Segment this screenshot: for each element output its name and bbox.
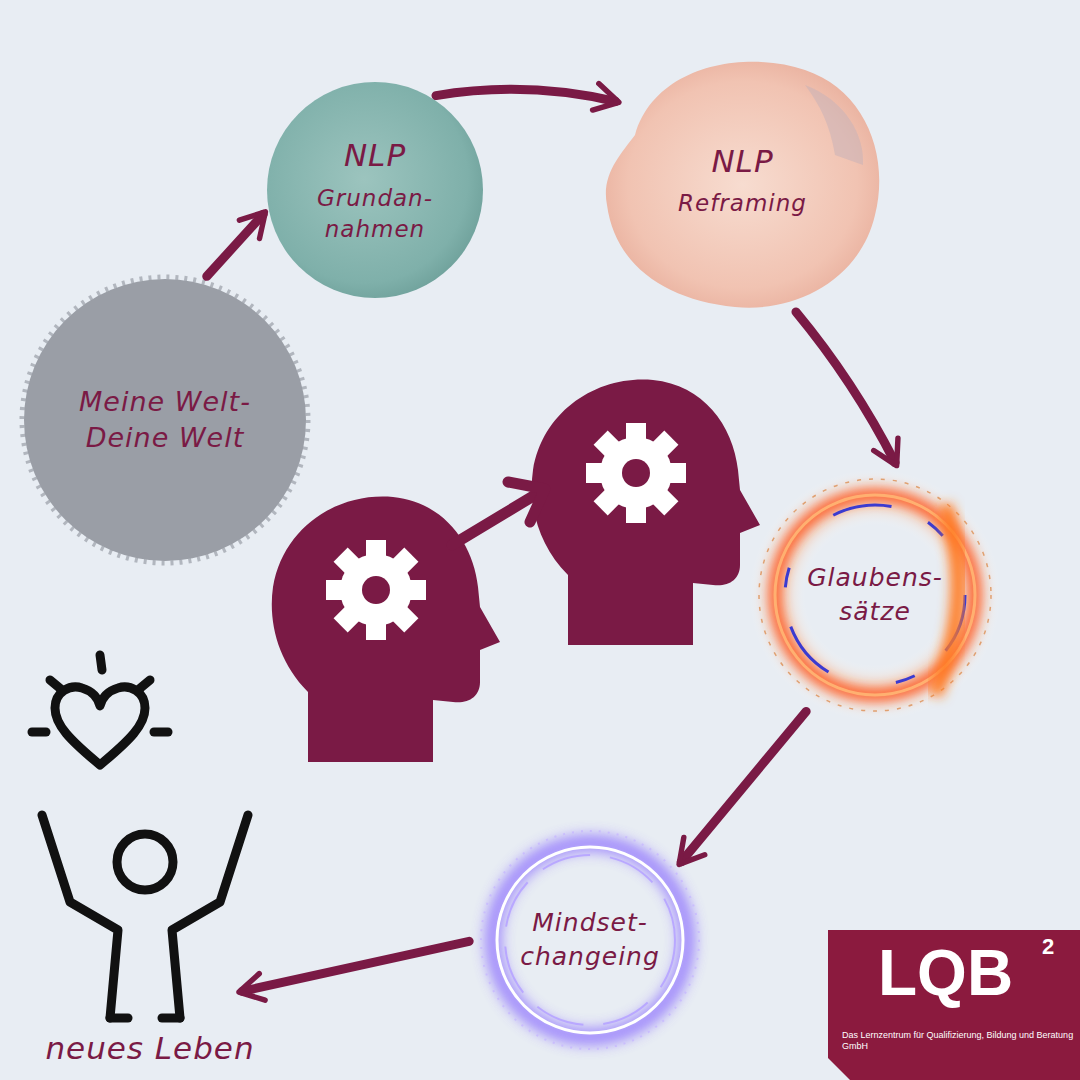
circle-node: Meine Welt- Deine Welt: [20, 275, 310, 565]
node-text: Mindset- changeing: [514, 906, 666, 974]
node-heading: NLP: [295, 135, 455, 177]
transfer-arrow: [452, 482, 545, 545]
node-shape: [745, 465, 1005, 725]
circle-node: Mindset- changeing: [475, 825, 705, 1055]
node-text: neues Leben: [30, 1028, 270, 1070]
node-heading: NLP: [663, 141, 823, 183]
node-text: Meine Welt- Deine Welt: [70, 384, 260, 457]
flow-arrow: [242, 941, 469, 991]
circle-node: NLP Grundan- nahmen: [265, 80, 485, 300]
head-right: [532, 380, 760, 645]
flow-arrow: [436, 89, 616, 101]
logo-corner: [828, 1058, 850, 1080]
node-shape: [30, 640, 270, 1070]
logo-text: 2: [1042, 934, 1072, 960]
node-shape: [595, 45, 890, 315]
person-node: neues Leben: [30, 640, 270, 1070]
node-text: Grundan- nahmen: [310, 183, 440, 245]
circle-node: NLP Reframing: [595, 45, 890, 315]
node-shape: [475, 825, 705, 1055]
flow-arrow: [681, 711, 806, 861]
logo-text: LQB: [878, 935, 1048, 1012]
flow-arrow: [207, 214, 263, 276]
flow-arrow: [796, 312, 895, 463]
logo-subtitle: Das Lernzentrum für Qualifizierung, Bild…: [842, 1030, 1074, 1052]
node-text: Reframing: [643, 188, 843, 219]
node-shape: [20, 275, 310, 565]
node-text: Glaubens- sätze: [803, 561, 948, 629]
circle-node: Glaubens- sätze: [745, 465, 1005, 725]
